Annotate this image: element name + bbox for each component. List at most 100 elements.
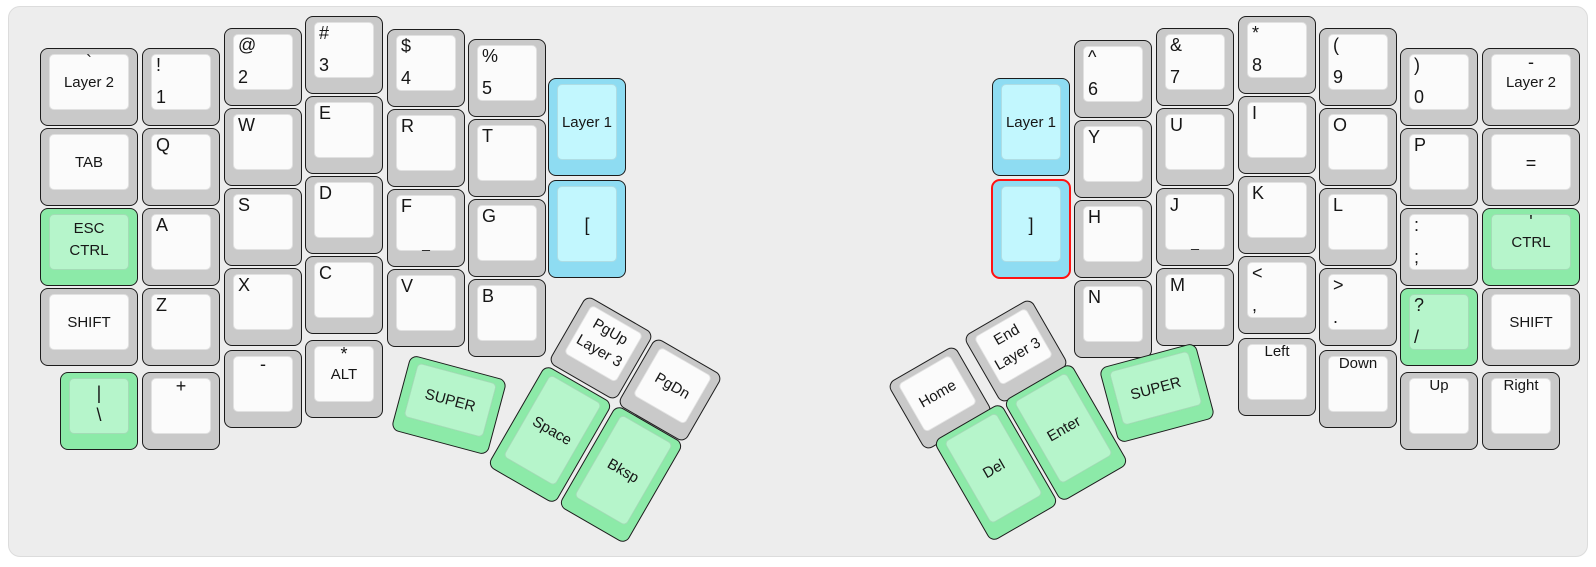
- key-question-slash[interactable]: ?/: [1400, 288, 1478, 366]
- key-at-2[interactable]: @2: [224, 28, 302, 106]
- key-gt-period[interactable]: >.: [1319, 268, 1397, 346]
- key-up[interactable]: Up: [1400, 372, 1478, 450]
- keytop: [1247, 344, 1307, 400]
- keytop: [1083, 206, 1143, 262]
- key-f[interactable]: F_: [387, 189, 465, 267]
- key-d[interactable]: D: [305, 176, 383, 254]
- key-m[interactable]: M: [1156, 268, 1234, 346]
- key-equals[interactable]: =: [1482, 128, 1580, 206]
- key-percent-5[interactable]: %5: [468, 39, 546, 117]
- keytop: [477, 285, 537, 341]
- key-label: O: [1333, 115, 1348, 135]
- key-k[interactable]: K: [1238, 176, 1316, 254]
- key-label: ?: [1414, 295, 1425, 315]
- key-label: M: [1170, 275, 1185, 295]
- key-o[interactable]: O: [1319, 108, 1397, 186]
- keytop: [396, 275, 456, 331]
- key-minus[interactable]: -: [224, 350, 302, 428]
- key-r[interactable]: R: [387, 109, 465, 187]
- key-label: -: [1528, 52, 1534, 72]
- key-a[interactable]: A: [142, 208, 220, 286]
- key-label: 6: [1088, 79, 1099, 99]
- key-tab[interactable]: TAB: [40, 128, 138, 206]
- key-n[interactable]: N: [1074, 280, 1152, 358]
- key-h[interactable]: H: [1074, 200, 1152, 278]
- key-label: L: [1333, 195, 1344, 215]
- key-b[interactable]: B: [468, 279, 546, 357]
- key-label: I: [1252, 103, 1258, 123]
- key-p[interactable]: P: [1400, 128, 1478, 206]
- key-exclam-1[interactable]: !1: [142, 48, 220, 126]
- key-label: R: [401, 116, 414, 136]
- key-v[interactable]: V: [387, 269, 465, 347]
- key-c[interactable]: C: [305, 256, 383, 334]
- keytop: [1001, 186, 1061, 262]
- key-right[interactable]: Right: [1482, 372, 1560, 450]
- keytop: [396, 115, 456, 171]
- keytop: [49, 54, 129, 110]
- key-i[interactable]: I: [1238, 96, 1316, 174]
- key-label: |: [96, 383, 102, 403]
- key-label: D: [319, 183, 332, 203]
- keytop: [1247, 102, 1307, 158]
- key-label: _: [422, 235, 430, 251]
- key-paren-0[interactable]: )0: [1400, 48, 1478, 126]
- key-g[interactable]: G: [468, 199, 546, 277]
- key-dollar-4[interactable]: $4: [387, 29, 465, 107]
- key-star-alt[interactable]: *ALT: [305, 340, 383, 418]
- key-q[interactable]: Q: [142, 128, 220, 206]
- key-shift-right[interactable]: SHIFT: [1482, 288, 1580, 366]
- key-y[interactable]: Y: [1074, 120, 1152, 198]
- key-layer1-left[interactable]: Layer 1: [548, 78, 626, 176]
- keytop: [233, 356, 293, 412]
- key-l[interactable]: L: [1319, 188, 1397, 266]
- key-label: ALT: [330, 366, 358, 383]
- key-pipe-backslash[interactable]: |\: [60, 372, 138, 450]
- key-label: J: [1170, 195, 1179, 215]
- key-lbracket[interactable]: [: [548, 180, 626, 278]
- key-label: W: [238, 115, 255, 135]
- key-lt-comma[interactable]: <,: [1238, 256, 1316, 334]
- key-hash-3[interactable]: #3: [305, 16, 383, 94]
- key-j[interactable]: J_: [1156, 188, 1234, 266]
- key-minus-layer2[interactable]: -Layer 2: [1482, 48, 1580, 126]
- key-caret-6[interactable]: ^6: [1074, 40, 1152, 118]
- key-label: B: [482, 286, 495, 306]
- key-label: E: [319, 103, 332, 123]
- key-label: /: [1414, 327, 1420, 347]
- key-paren-9[interactable]: (9: [1319, 28, 1397, 106]
- key-rbracket[interactable]: ]: [992, 180, 1070, 278]
- key-label: Layer 1: [1005, 114, 1057, 131]
- keytop: [1409, 294, 1469, 350]
- key-down[interactable]: Down: [1319, 350, 1397, 428]
- keytop: [1491, 294, 1571, 350]
- key-layer1-right[interactable]: Layer 1: [992, 78, 1070, 176]
- keytop: [1083, 286, 1143, 342]
- keytop: [233, 274, 293, 330]
- keytop: [557, 186, 617, 262]
- key-grave-layer2[interactable]: `Layer 2: [40, 48, 138, 126]
- key-u[interactable]: U: [1156, 108, 1234, 186]
- key-label: Right: [1503, 377, 1539, 394]
- key-label: TAB: [74, 154, 104, 171]
- key-quote-ctrl[interactable]: 'CTRL: [1482, 208, 1580, 286]
- keytop: [557, 84, 617, 160]
- key-plus[interactable]: +: [142, 372, 220, 450]
- keytop: [49, 214, 129, 270]
- key-s[interactable]: S: [224, 188, 302, 266]
- key-z[interactable]: Z: [142, 288, 220, 366]
- keytop: [477, 205, 537, 261]
- key-e[interactable]: E: [305, 96, 383, 174]
- key-label: 7: [1170, 67, 1181, 87]
- key-colon-semi[interactable]: :;: [1400, 208, 1478, 286]
- key-shift-left[interactable]: SHIFT: [40, 288, 138, 366]
- key-amp-7[interactable]: &7: [1156, 28, 1234, 106]
- key-w[interactable]: W: [224, 108, 302, 186]
- key-t[interactable]: T: [468, 119, 546, 197]
- key-x[interactable]: X: [224, 268, 302, 346]
- key-left[interactable]: Left: [1238, 338, 1316, 416]
- key-label: F: [401, 196, 412, 216]
- keytop: [1165, 34, 1225, 90]
- key-star-8[interactable]: *8: [1238, 16, 1316, 94]
